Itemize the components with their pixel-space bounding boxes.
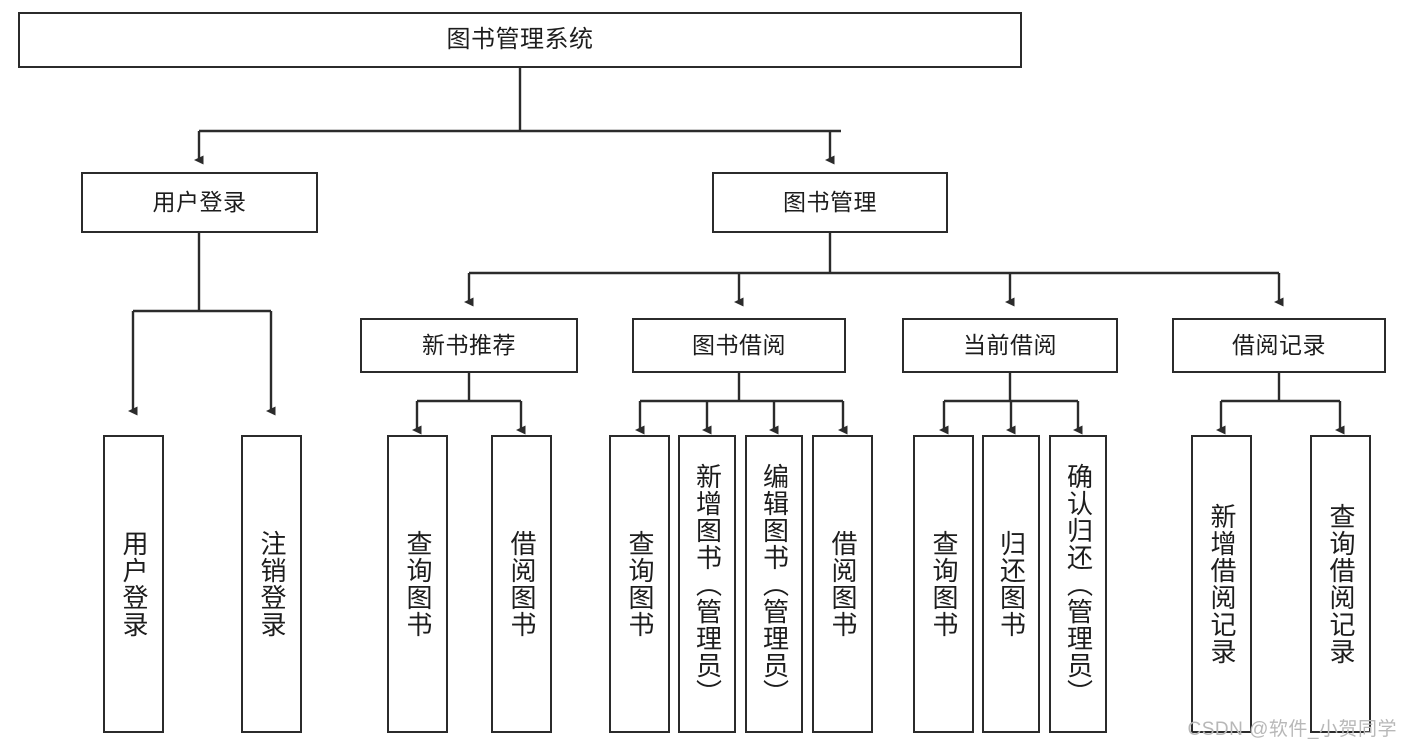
leaf-newbook-query-book[interactable]: 查询图书: [387, 435, 448, 733]
node-label: 确认归还（管理员）: [1063, 462, 1094, 706]
leaf-logout[interactable]: 注销登录: [241, 435, 302, 733]
node-label: 查询借阅记录: [1326, 503, 1357, 665]
node-label: 归还图书: [996, 530, 1027, 638]
node-label: 新增图书（管理员）: [692, 462, 723, 706]
node-label: 查询图书: [403, 530, 434, 638]
node-label: 新增借阅记录: [1207, 503, 1238, 665]
leaf-record-add-record[interactable]: 新增借阅记录: [1191, 435, 1252, 733]
node-label: 编辑图书（管理员）: [759, 462, 790, 706]
node-label: 用户登录: [119, 530, 150, 638]
leaf-borrow-query-book[interactable]: 查询图书: [609, 435, 670, 733]
node-label: 查询图书: [625, 530, 656, 638]
node-label: 图书管理: [783, 188, 877, 215]
leaf-user-login[interactable]: 用户登录: [103, 435, 164, 733]
leaf-borrow-edit-book-admin[interactable]: 编辑图书（管理员）: [745, 435, 803, 733]
node-label: 查询图书: [929, 530, 960, 638]
node-root-system[interactable]: 图书管理系统: [18, 12, 1022, 68]
node-label: 用户登录: [152, 188, 247, 215]
node-current-borrow[interactable]: 当前借阅: [902, 318, 1118, 373]
node-label: 借阅图书: [507, 530, 538, 638]
node-book-borrow[interactable]: 图书借阅: [632, 318, 846, 373]
node-label: 注销登录: [257, 530, 288, 638]
node-user-login[interactable]: 用户登录: [81, 172, 318, 233]
node-label: 新书推荐: [422, 331, 516, 358]
node-label: 图书借阅: [692, 331, 786, 358]
leaf-current-return-book[interactable]: 归还图书: [982, 435, 1040, 733]
leaf-current-query-book[interactable]: 查询图书: [913, 435, 974, 733]
leaf-newbook-borrow-book[interactable]: 借阅图书: [491, 435, 552, 733]
node-label: 借阅记录: [1232, 331, 1326, 358]
node-label: 图书管理系统: [446, 25, 594, 53]
leaf-record-query-record[interactable]: 查询借阅记录: [1310, 435, 1371, 733]
node-book-management[interactable]: 图书管理: [712, 172, 948, 233]
node-borrow-record[interactable]: 借阅记录: [1172, 318, 1386, 373]
node-label: 当前借阅: [963, 331, 1057, 358]
leaf-current-confirm-return-admin[interactable]: 确认归还（管理员）: [1049, 435, 1107, 733]
leaf-borrow-borrow-book[interactable]: 借阅图书: [812, 435, 873, 733]
node-label: 借阅图书: [828, 530, 859, 638]
node-new-book-recommend[interactable]: 新书推荐: [360, 318, 578, 373]
csdn-watermark: CSDN @软件_小贺同学: [1187, 719, 1397, 740]
leaf-borrow-add-book-admin[interactable]: 新增图书（管理员）: [678, 435, 736, 733]
